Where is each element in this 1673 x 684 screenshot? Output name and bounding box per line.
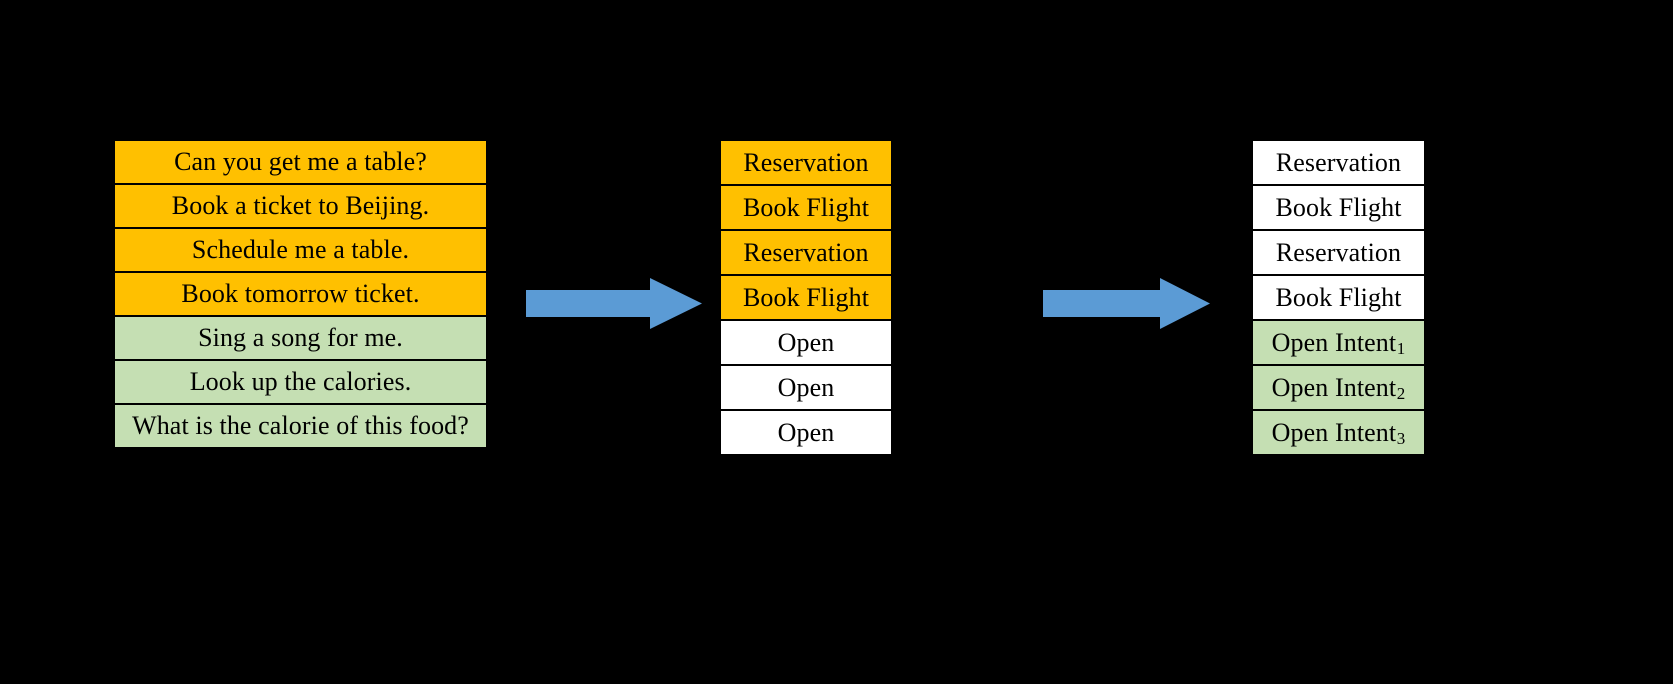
cell-label: Open: [777, 327, 835, 357]
cell-label-subscript: 2: [1396, 384, 1406, 403]
cell-label: Reservation: [1275, 147, 1402, 177]
arrow-labels-to-discovered-icon: [1043, 278, 1210, 329]
cell-label: Reservation: [743, 147, 869, 177]
cell-label: Sing a song for me.: [198, 323, 403, 352]
input-utterances-column: Can you get me a table? Book a ticket to …: [113, 139, 488, 449]
cell-label: Book a ticket to Beijing.: [171, 191, 430, 220]
coarse-labels-cell: Open: [719, 319, 893, 366]
cell-label: Book tomorrow ticket.: [181, 279, 420, 308]
cell-label: Book Flight: [1275, 192, 1402, 222]
cell-label: Look up the calories.: [189, 367, 412, 396]
cell-label: Can you get me a table?: [174, 147, 427, 176]
coarse-labels-cell: Open: [719, 409, 893, 456]
cell-label: Schedule me a table.: [191, 235, 410, 264]
discovered-intents-cell: Book Flight: [1251, 184, 1426, 231]
cell-label: Open Intent: [1271, 327, 1397, 357]
input-utterances-cell: Book a ticket to Beijing.: [113, 183, 488, 229]
right-block-arrow-shape: [1043, 278, 1210, 329]
input-utterances-cell: Look up the calories.: [113, 359, 488, 405]
cell-label: Reservation: [743, 237, 869, 267]
right-block-arrow-shape: [526, 278, 702, 329]
input-utterances-cell: Schedule me a table.: [113, 227, 488, 273]
input-utterances-cell: What is the calorie of this food?: [113, 403, 488, 449]
coarse-labels-cell: Open: [719, 364, 893, 411]
cell-label: Reservation: [1275, 237, 1402, 267]
coarse-labels-cell: Book Flight: [719, 274, 893, 321]
coarse-labels-cell: Book Flight: [719, 184, 893, 231]
discovered-intents-cell: Book Flight: [1251, 274, 1426, 321]
cell-label: Open: [777, 372, 835, 402]
cell-label: What is the calorie of this food?: [132, 411, 469, 440]
cell-label: Book Flight: [742, 192, 870, 222]
cell-label-subscript: 3: [1396, 429, 1406, 448]
arrow-utterances-to-labels-icon: [526, 278, 702, 329]
input-utterances-cell: Book tomorrow ticket.: [113, 271, 488, 317]
cell-label: Open: [777, 417, 835, 447]
coarse-labels-cell: Reservation: [719, 229, 893, 276]
cell-label: Open Intent: [1271, 417, 1397, 447]
discovered-intents-cell: Reservation: [1251, 139, 1426, 186]
coarse-labels-cell: Reservation: [719, 139, 893, 186]
cell-label: Open Intent: [1271, 372, 1397, 402]
input-utterances-cell: Can you get me a table?: [113, 139, 488, 185]
cell-label-subscript: 1: [1396, 339, 1406, 358]
input-utterances-cell: Sing a song for me.: [113, 315, 488, 361]
discovered-intents-cell: Reservation: [1251, 229, 1426, 276]
cell-label: Book Flight: [1275, 282, 1402, 312]
cell-label: Book Flight: [742, 282, 870, 312]
